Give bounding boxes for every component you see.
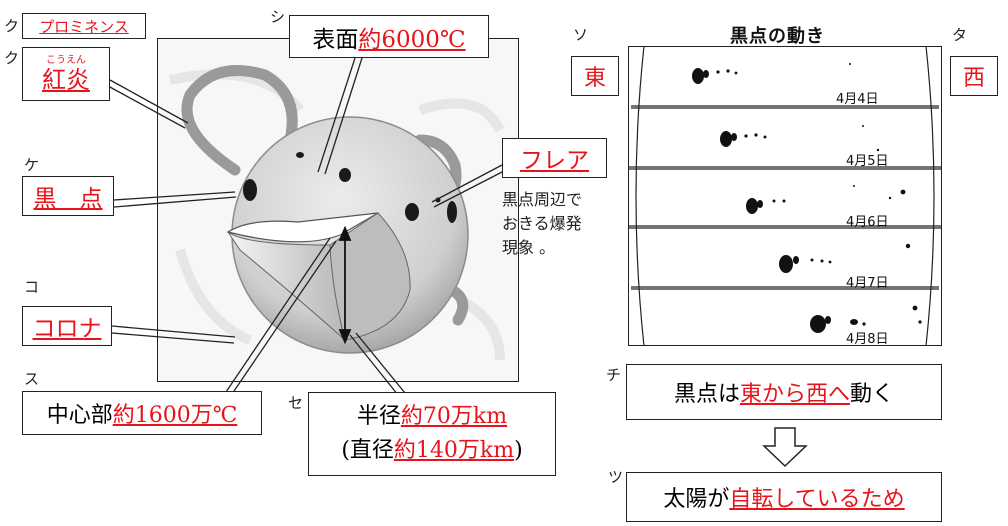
conclusion-rotation-value: 自転しているため <box>729 487 905 512</box>
flare-note: 黒点周辺で おきる爆発 現象 。 <box>502 188 582 260</box>
core-value: 約1600万℃ <box>112 403 238 428</box>
kouen-ruby: こうえん <box>46 54 86 66</box>
label-ku-2: ク <box>4 49 20 67</box>
east-box: 東 <box>571 56 619 96</box>
flare-text: フレア <box>520 148 589 174</box>
radius-prefix: 半径 <box>356 404 401 429</box>
conclusion-rotation-prefix: 太陽が <box>663 487 730 512</box>
diameter-line: (直径約140万km) <box>341 434 522 468</box>
sun-diagram <box>107 57 505 396</box>
flare-note-line-1: 黒点周辺で <box>502 190 583 209</box>
flare-note-line-3: 現象 。 <box>502 238 556 257</box>
prominence-text: プロミネンス <box>39 17 129 36</box>
sunspot-panel-title: 黒点の動き <box>730 26 825 47</box>
conclusion-motion-prefix: 黒点は <box>673 382 740 407</box>
flare-box: フレア <box>502 138 607 178</box>
label-chi: チ <box>606 366 622 384</box>
date-apr-4: 4月4日 <box>836 92 879 107</box>
surface-value: 約6000℃ <box>358 26 466 53</box>
sunspot-strips <box>629 46 941 346</box>
label-ke: ケ <box>24 156 40 174</box>
label-shi: シ <box>270 8 286 26</box>
kouen-box: こうえん 紅炎 <box>22 47 110 101</box>
radius-arrow <box>338 225 352 345</box>
surface-prefix: 表面 <box>312 26 359 53</box>
core-temp-box: 中心部 約1600万℃ <box>22 391 262 435</box>
sunspots <box>243 152 457 223</box>
conclusion-motion-value: 東から西へ <box>739 382 850 407</box>
corona-box: コロナ <box>22 306 112 346</box>
cutaway-right-face <box>329 212 411 341</box>
radius-box: 半径約70万km (直径約140万km) <box>308 392 556 476</box>
diameter-value: 約140万km <box>393 438 515 463</box>
west-text: 西 <box>962 66 985 91</box>
conclusion-motion-suffix: 動く <box>850 382 895 407</box>
down-arrow-icon <box>762 427 808 468</box>
leader-lines <box>107 57 505 396</box>
kouen-text: 紅炎 <box>42 65 90 94</box>
date-apr-6: 4月6日 <box>846 215 889 230</box>
cutaway-top <box>226 212 379 243</box>
label-su: ス <box>24 370 40 388</box>
label-ta: タ <box>952 26 968 44</box>
label-tsu: ツ <box>608 468 624 486</box>
kokuten-box: 黒 点 <box>22 176 114 216</box>
west-box: 西 <box>950 56 998 96</box>
kokuten-text: 黒 点 <box>33 186 103 212</box>
surface-temp-box: 表面 約6000℃ <box>289 15 489 58</box>
date-apr-8: 4月8日 <box>846 332 889 347</box>
radius-line: 半径約70万km <box>357 400 507 434</box>
label-se: セ <box>288 394 304 412</box>
diameter-open: (直径 <box>341 438 394 463</box>
label-ko: コ <box>24 278 40 296</box>
corona-text: コロナ <box>32 316 102 342</box>
core-prefix: 中心部 <box>46 403 113 428</box>
label-ku-1: ク <box>4 17 20 35</box>
date-apr-5: 4月5日 <box>846 154 889 169</box>
conclusion-rotation-box: 太陽が自転しているため <box>626 472 942 522</box>
prominence-box: プロミネンス <box>22 13 146 39</box>
flare-note-line-2: おきる爆発 <box>502 214 582 233</box>
radius-value: 約70万km <box>400 404 508 429</box>
diameter-close: ) <box>514 438 523 463</box>
label-so: ソ <box>573 26 589 44</box>
east-text: 東 <box>583 66 606 91</box>
date-apr-7: 4月7日 <box>846 276 889 291</box>
sunspot-panel-frame <box>628 46 942 346</box>
conclusion-motion-box: 黒点は東から西へ動く <box>626 364 942 420</box>
